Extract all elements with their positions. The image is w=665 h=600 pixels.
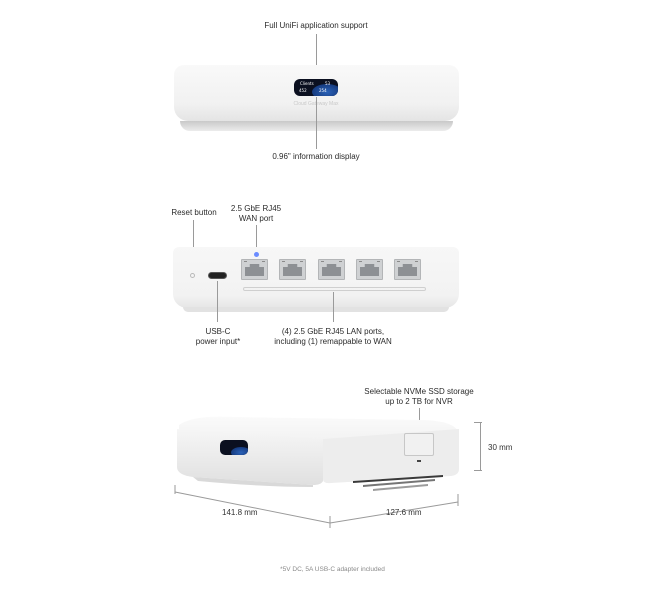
label-wan-port-1: 2.5 GbE RJ45 [230, 204, 282, 213]
lan-port-3 [356, 259, 383, 280]
information-display: Clients 53 452 254 [294, 79, 338, 96]
lan-port-2 [318, 259, 345, 280]
wan-port [241, 259, 268, 280]
dim-height-tick-top [474, 422, 482, 423]
label-lan-ports-1: (4) 2.5 GbE RJ45 LAN ports, [281, 327, 385, 336]
display-text-download: 452 [299, 88, 307, 93]
leader-line-top [316, 34, 317, 78]
dim-height-line [480, 422, 481, 471]
label-height: 30 mm [488, 443, 513, 452]
display-graphic-perspective [231, 447, 248, 455]
label-lan-ports-2: including (1) remappable to WAN [274, 337, 392, 346]
lan-ports-bracket [243, 287, 426, 291]
leader-line-reset [193, 220, 194, 273]
display-text-upload: 254 [319, 88, 327, 93]
dim-width-depth-lines [174, 485, 459, 528]
nvme-storage-cover [404, 433, 434, 456]
label-nvme-2: up to 2 TB for NVR [385, 397, 453, 406]
lan-port-1 [279, 259, 306, 280]
information-display-perspective [220, 440, 248, 455]
leader-line-display [316, 97, 317, 149]
display-graphic [312, 84, 338, 96]
label-width: 141.8 mm [222, 508, 258, 517]
label-nvme-1: Selectable NVMe SSD storage [364, 387, 474, 396]
footnote: *5V DC, 5A USB-C adapter included [280, 566, 385, 573]
label-depth: 127.6 mm [386, 508, 422, 517]
lan-port-4 [394, 259, 421, 280]
usb-c-port [208, 272, 227, 279]
display-text-count: 53 [325, 81, 331, 86]
label-wan-port-2: WAN port [238, 214, 274, 223]
leader-line-wan [256, 225, 257, 253]
label-reset-button: Reset button [171, 208, 217, 217]
label-unifi-support: Full UniFi application support [264, 21, 368, 30]
reset-button [190, 273, 195, 278]
label-usb-c-2: power input* [195, 337, 241, 346]
label-usb-c-1: USB-C [205, 327, 231, 336]
leader-line-lan [333, 292, 334, 322]
label-information-display: 0.96" information display [272, 152, 360, 161]
wan-indicator-dot [254, 252, 259, 257]
dim-height-tick-bottom [474, 470, 482, 471]
leader-line-usbc [217, 281, 218, 322]
device-rear-base [183, 307, 449, 312]
display-text-clients: Clients [300, 81, 314, 86]
